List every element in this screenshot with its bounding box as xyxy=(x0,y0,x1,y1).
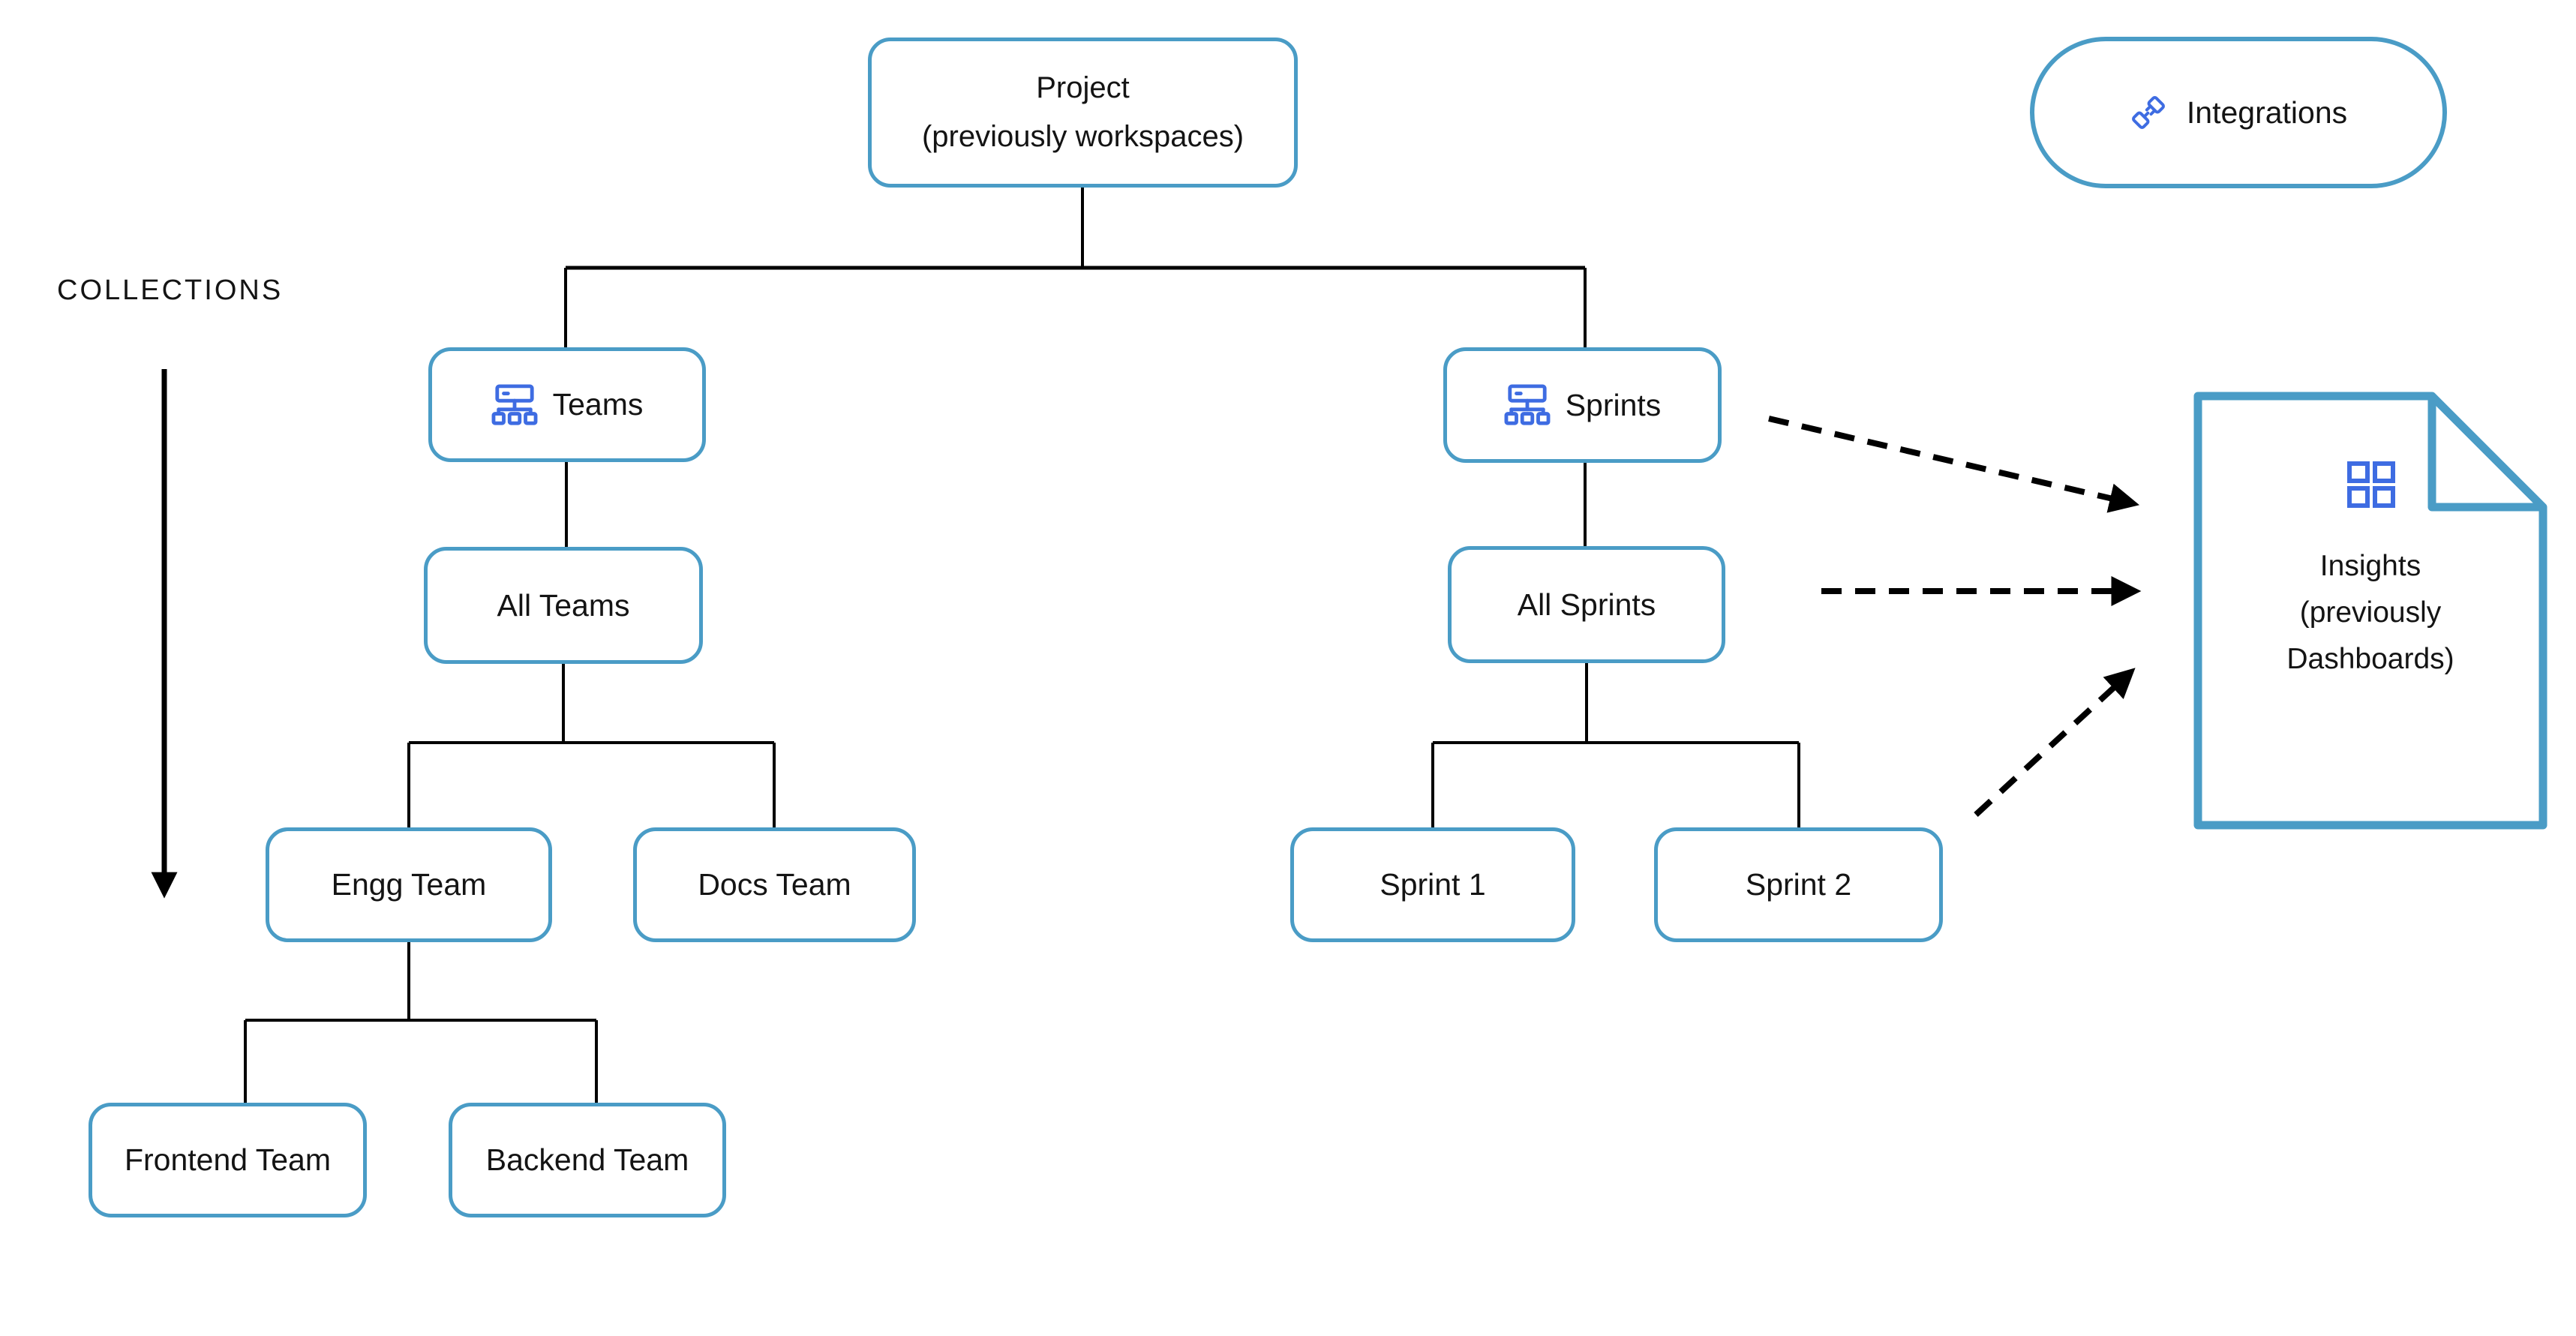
integrations-label: Integrations xyxy=(2186,95,2348,130)
insights-document-shape xyxy=(2193,392,2547,830)
integrations-pill: Integrations xyxy=(2030,37,2447,188)
insights-line2: (previously xyxy=(2299,596,2442,629)
node-sprint-1: Sprint 1 xyxy=(1290,827,1575,942)
org-chart-icon xyxy=(491,383,538,427)
node-project-line2: (previously workspaces) xyxy=(921,120,1244,153)
node-teams: Teams xyxy=(428,347,706,462)
node-all-teams: All Teams xyxy=(424,547,703,664)
node-sprints-label: Sprints xyxy=(1565,387,1662,422)
node-frontend-team: Frontend Team xyxy=(89,1103,367,1217)
collections-label: COLLECTIONS xyxy=(57,275,284,306)
node-backend-team: Backend Team xyxy=(449,1103,726,1217)
dashboard-grid-icon xyxy=(2345,461,2396,509)
node-frontend-team-label: Frontend Team xyxy=(124,1142,331,1177)
node-docs-team-label: Docs Team xyxy=(698,867,851,902)
insights-label: Insights (previously Dashboards) xyxy=(2286,543,2454,683)
node-sprint-1-label: Sprint 1 xyxy=(1380,867,1486,902)
node-engg-team: Engg Team xyxy=(266,827,552,942)
node-sprint-2-label: Sprint 2 xyxy=(1745,867,1852,902)
node-project: Project (previously workspaces) xyxy=(868,38,1298,188)
node-all-sprints: All Sprints xyxy=(1448,546,1725,663)
org-chart-icon xyxy=(1504,383,1551,427)
insights-line3: Dashboards) xyxy=(2286,643,2454,675)
insights-line1: Insights xyxy=(2319,550,2421,582)
node-engg-team-label: Engg Team xyxy=(331,867,487,902)
node-all-sprints-label: All Sprints xyxy=(1517,587,1656,622)
node-backend-team-label: Backend Team xyxy=(485,1142,689,1177)
dashed-arrow-sprint2-insights xyxy=(1974,668,2136,817)
node-docs-team: Docs Team xyxy=(633,827,916,942)
node-sprint-2: Sprint 2 xyxy=(1654,827,1943,942)
node-teams-label: Teams xyxy=(552,387,644,422)
node-project-line1: Project xyxy=(1036,71,1130,104)
dashed-arrow-sprints-insights xyxy=(1768,416,2140,513)
node-all-teams-label: All Teams xyxy=(497,587,630,623)
node-sprints: Sprints xyxy=(1443,347,1722,463)
insights-node: Insights (previously Dashboards) xyxy=(2190,389,2550,833)
plug-icon xyxy=(2130,95,2167,131)
